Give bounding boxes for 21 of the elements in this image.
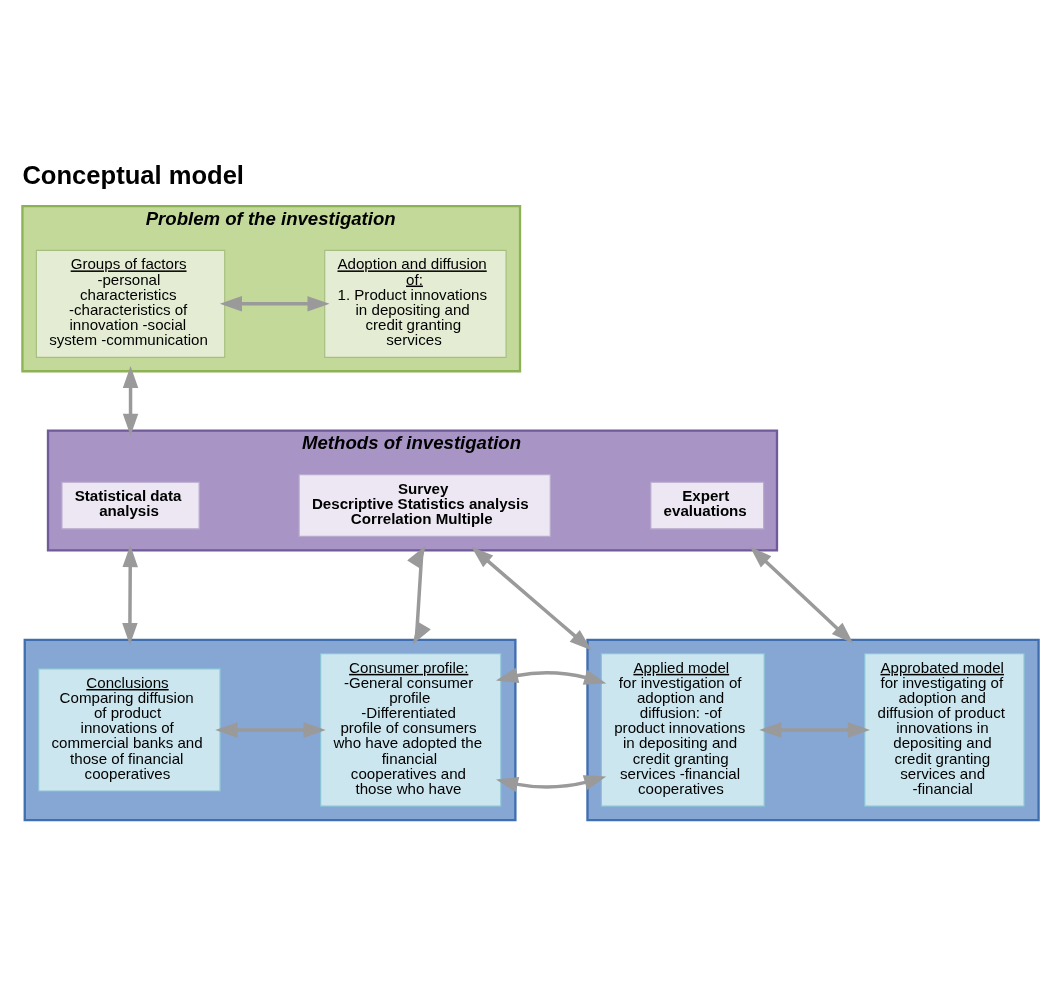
arrow bbox=[471, 546, 592, 650]
arrow bbox=[219, 295, 330, 312]
node-box: Groups of factors -personal characteristics -characteristics of innovation -social system -communication bbox=[35, 249, 226, 358]
arrow bbox=[122, 365, 139, 436]
arrow bbox=[407, 545, 431, 644]
node-box: Statistical data analysis bbox=[61, 481, 200, 529]
node-box: Expert evaluations bbox=[650, 481, 765, 529]
arrow bbox=[759, 721, 870, 738]
node-box: Consumer profile: -General consumer profile -Differentiated profile of consumers who have adopted the financial cooperatives and those who have bbox=[320, 652, 502, 807]
diagram-title: Conceptual model bbox=[22, 160, 244, 189]
cluster bbox=[23, 638, 517, 821]
node-box: Approbated model for investigating of adoption and diffusion of product innovations in depositing and credit granting services and -financial bbox=[864, 652, 1025, 807]
node-box: Applied model for investigation of adoption and diffusion: -of product innovations in depositing and credit granting services -financial cooperatives bbox=[600, 652, 765, 807]
arrow bbox=[215, 721, 326, 738]
node-box: Survey Descriptive Statistics analysis Correlation Multiple bbox=[298, 473, 551, 537]
arrow bbox=[122, 544, 138, 645]
arrow bbox=[495, 667, 607, 792]
cluster bbox=[586, 638, 1040, 821]
node-box: Adoption and diffusion of: 1. Product innovations in depositing and credit granting services bbox=[324, 249, 507, 358]
node-box: Conclusions Comparing diffusion of product innovations of commercial banks and those of financial cooperatives bbox=[38, 667, 221, 792]
arrow bbox=[749, 546, 854, 643]
